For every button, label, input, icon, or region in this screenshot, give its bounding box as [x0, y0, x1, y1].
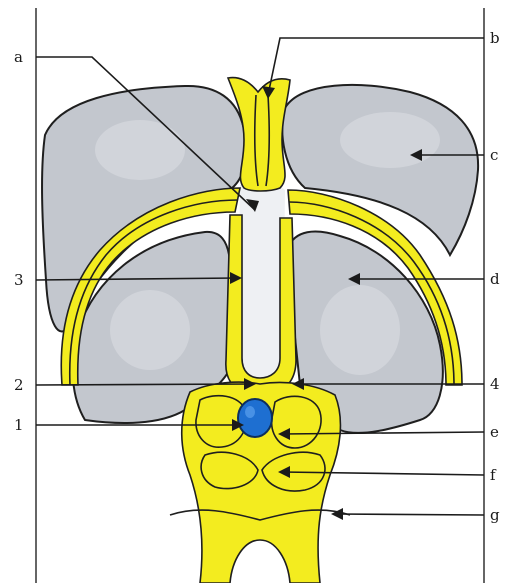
blue-dot-highlight [245, 406, 255, 418]
label-2: 2 [14, 376, 24, 394]
label-g: g [490, 506, 500, 524]
upper-right-lobe-shading [340, 112, 440, 168]
label-c: c [490, 146, 498, 164]
central-blue-dot [238, 399, 272, 437]
label-f: f [490, 466, 497, 484]
lower-left-lobe-shading [110, 290, 190, 370]
label-1: 1 [14, 416, 24, 434]
label-e: e [490, 423, 499, 441]
arrowhead-g [331, 508, 343, 520]
label-d: d [490, 270, 500, 288]
upper-left-lobe-shading [95, 120, 185, 180]
leader-g [335, 514, 484, 515]
label-b: b [490, 29, 500, 47]
label-3: 3 [14, 271, 24, 289]
leader-2 [36, 384, 252, 385]
lower-right-lobe-shading [320, 285, 400, 375]
central-cavity [238, 182, 285, 378]
label-a: a [14, 48, 23, 66]
label-4: 4 [490, 375, 500, 393]
